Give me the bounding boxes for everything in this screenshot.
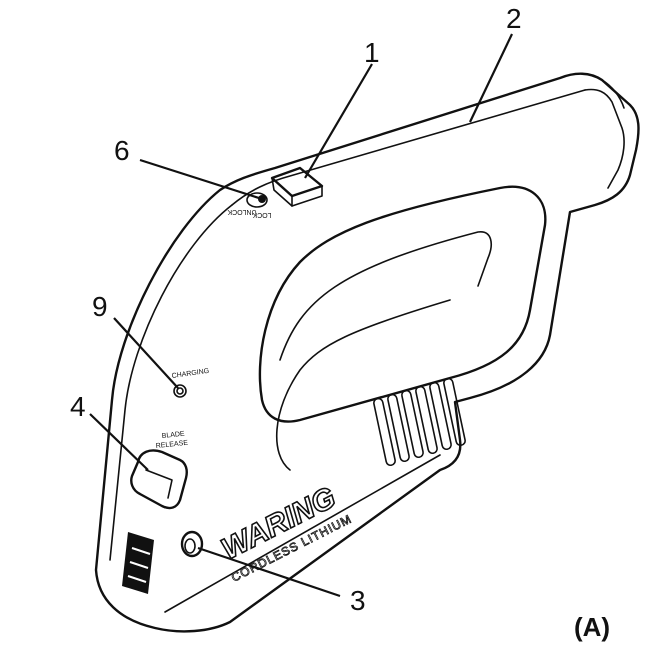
blade-label: BLADE <box>161 431 185 440</box>
blade-release-button: BLADE RELEASE <box>130 431 189 510</box>
charging-label: CHARGING <box>171 368 209 380</box>
callout-1: 1 <box>364 37 380 68</box>
callout-9: 9 <box>92 291 108 322</box>
unlock-label: UNLOCK <box>227 208 257 215</box>
leader-4 <box>89 413 149 471</box>
figure-label: (A) <box>574 612 610 642</box>
callout-3: 3 <box>350 585 366 616</box>
callout-numbers: 1 2 3 4 6 9 <box>70 3 522 616</box>
grip-opening <box>258 185 547 471</box>
leader-3 <box>197 546 341 598</box>
charging-indicator: CHARGING <box>171 368 210 398</box>
callout-4: 4 <box>70 391 86 422</box>
callout-2: 2 <box>506 3 522 34</box>
brand-logo: WARING CORDLESS LITHIUM <box>215 480 354 585</box>
leader-6 <box>139 158 263 201</box>
release-label: RELEASE <box>155 440 188 450</box>
leader-1 <box>304 63 373 179</box>
handle-body <box>94 72 640 633</box>
lock-label: LOCK <box>252 211 271 218</box>
vent-slots <box>373 377 466 467</box>
charging-port <box>180 530 204 558</box>
leader-2 <box>469 33 513 123</box>
trigger-switch <box>270 166 324 207</box>
blade-slot <box>122 532 154 594</box>
leader-lines <box>89 33 513 598</box>
leader-9 <box>113 317 179 389</box>
lock-unlock-switch: LOCK UNLOCK <box>227 192 272 218</box>
callout-6: 6 <box>114 135 130 166</box>
